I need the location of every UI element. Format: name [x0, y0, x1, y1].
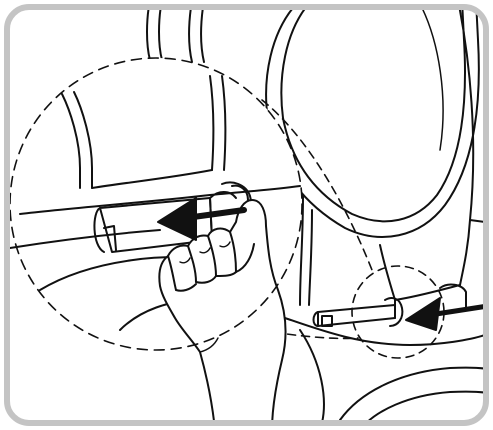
toilet-bowl-icon: [285, 318, 493, 430]
pull-arrow-head: [406, 298, 440, 330]
toilet-seat-icon: [300, 0, 485, 318]
